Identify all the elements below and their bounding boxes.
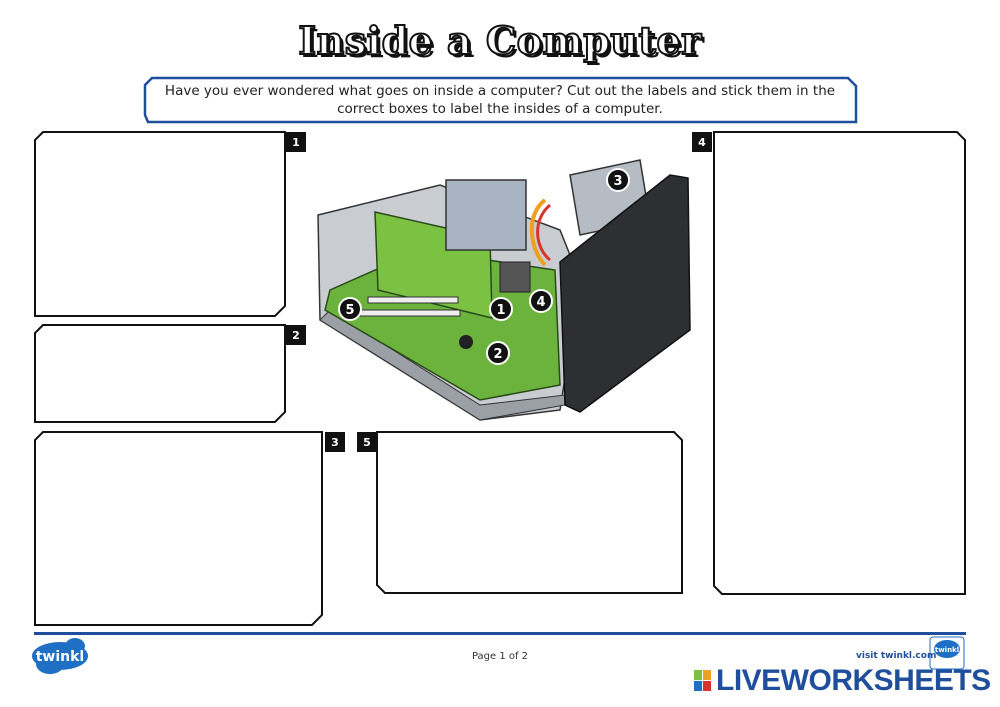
diagram-marker-3: 3 (606, 168, 630, 192)
answer-box-5-frame (376, 431, 683, 594)
answer-box-3[interactable] (37, 434, 320, 623)
page-title: Inside a Computer (297, 17, 702, 64)
box-number-3: 3 (325, 432, 345, 452)
box-number-4: 4 (692, 132, 712, 152)
diagram-marker-4: 4 (529, 289, 553, 313)
diagram-marker-1: 1 (489, 297, 513, 321)
answer-box-5[interactable] (379, 434, 680, 591)
twinkl-logo: twinkl (32, 638, 88, 674)
liveworksheets-watermark: LIVEWORKSHEETS (716, 664, 991, 697)
svg-text:1: 1 (496, 303, 505, 318)
svg-text:twinkl: twinkl (36, 649, 85, 665)
svg-text:4: 4 (536, 295, 545, 310)
computer-illustration: 1 2 3 4 5 (317, 159, 691, 421)
svg-text:2: 2 (493, 347, 502, 362)
svg-text:5: 5 (345, 303, 354, 318)
answer-box-1[interactable] (37, 134, 283, 314)
svg-text:3: 3 (613, 174, 622, 189)
answer-box-2[interactable] (37, 327, 283, 420)
answer-box-3-frame (34, 431, 323, 626)
liveworksheets-icon (694, 670, 711, 691)
page-number: Page 1 of 2 (471, 651, 529, 662)
diagram-marker-5: 5 (338, 297, 362, 321)
footer-divider (34, 632, 966, 635)
diagram-marker-2: 2 (486, 341, 510, 365)
box-number-2: 2 (286, 325, 306, 345)
box-number-5: 5 (357, 432, 377, 452)
intro-frame (143, 76, 858, 124)
answer-box-1-frame (34, 131, 286, 317)
intro-text: Have you ever wondered what goes on insi… (164, 83, 836, 117)
answer-box-4-frame (713, 131, 966, 595)
svg-text:twinkl: twinkl (935, 646, 959, 654)
answer-box-4[interactable] (716, 134, 963, 592)
visit-link[interactable]: visit twinkl.com (856, 651, 937, 661)
answer-box-2-frame (34, 324, 286, 423)
box-number-1: 1 (286, 132, 306, 152)
quality-badge: twinkl (929, 636, 965, 670)
